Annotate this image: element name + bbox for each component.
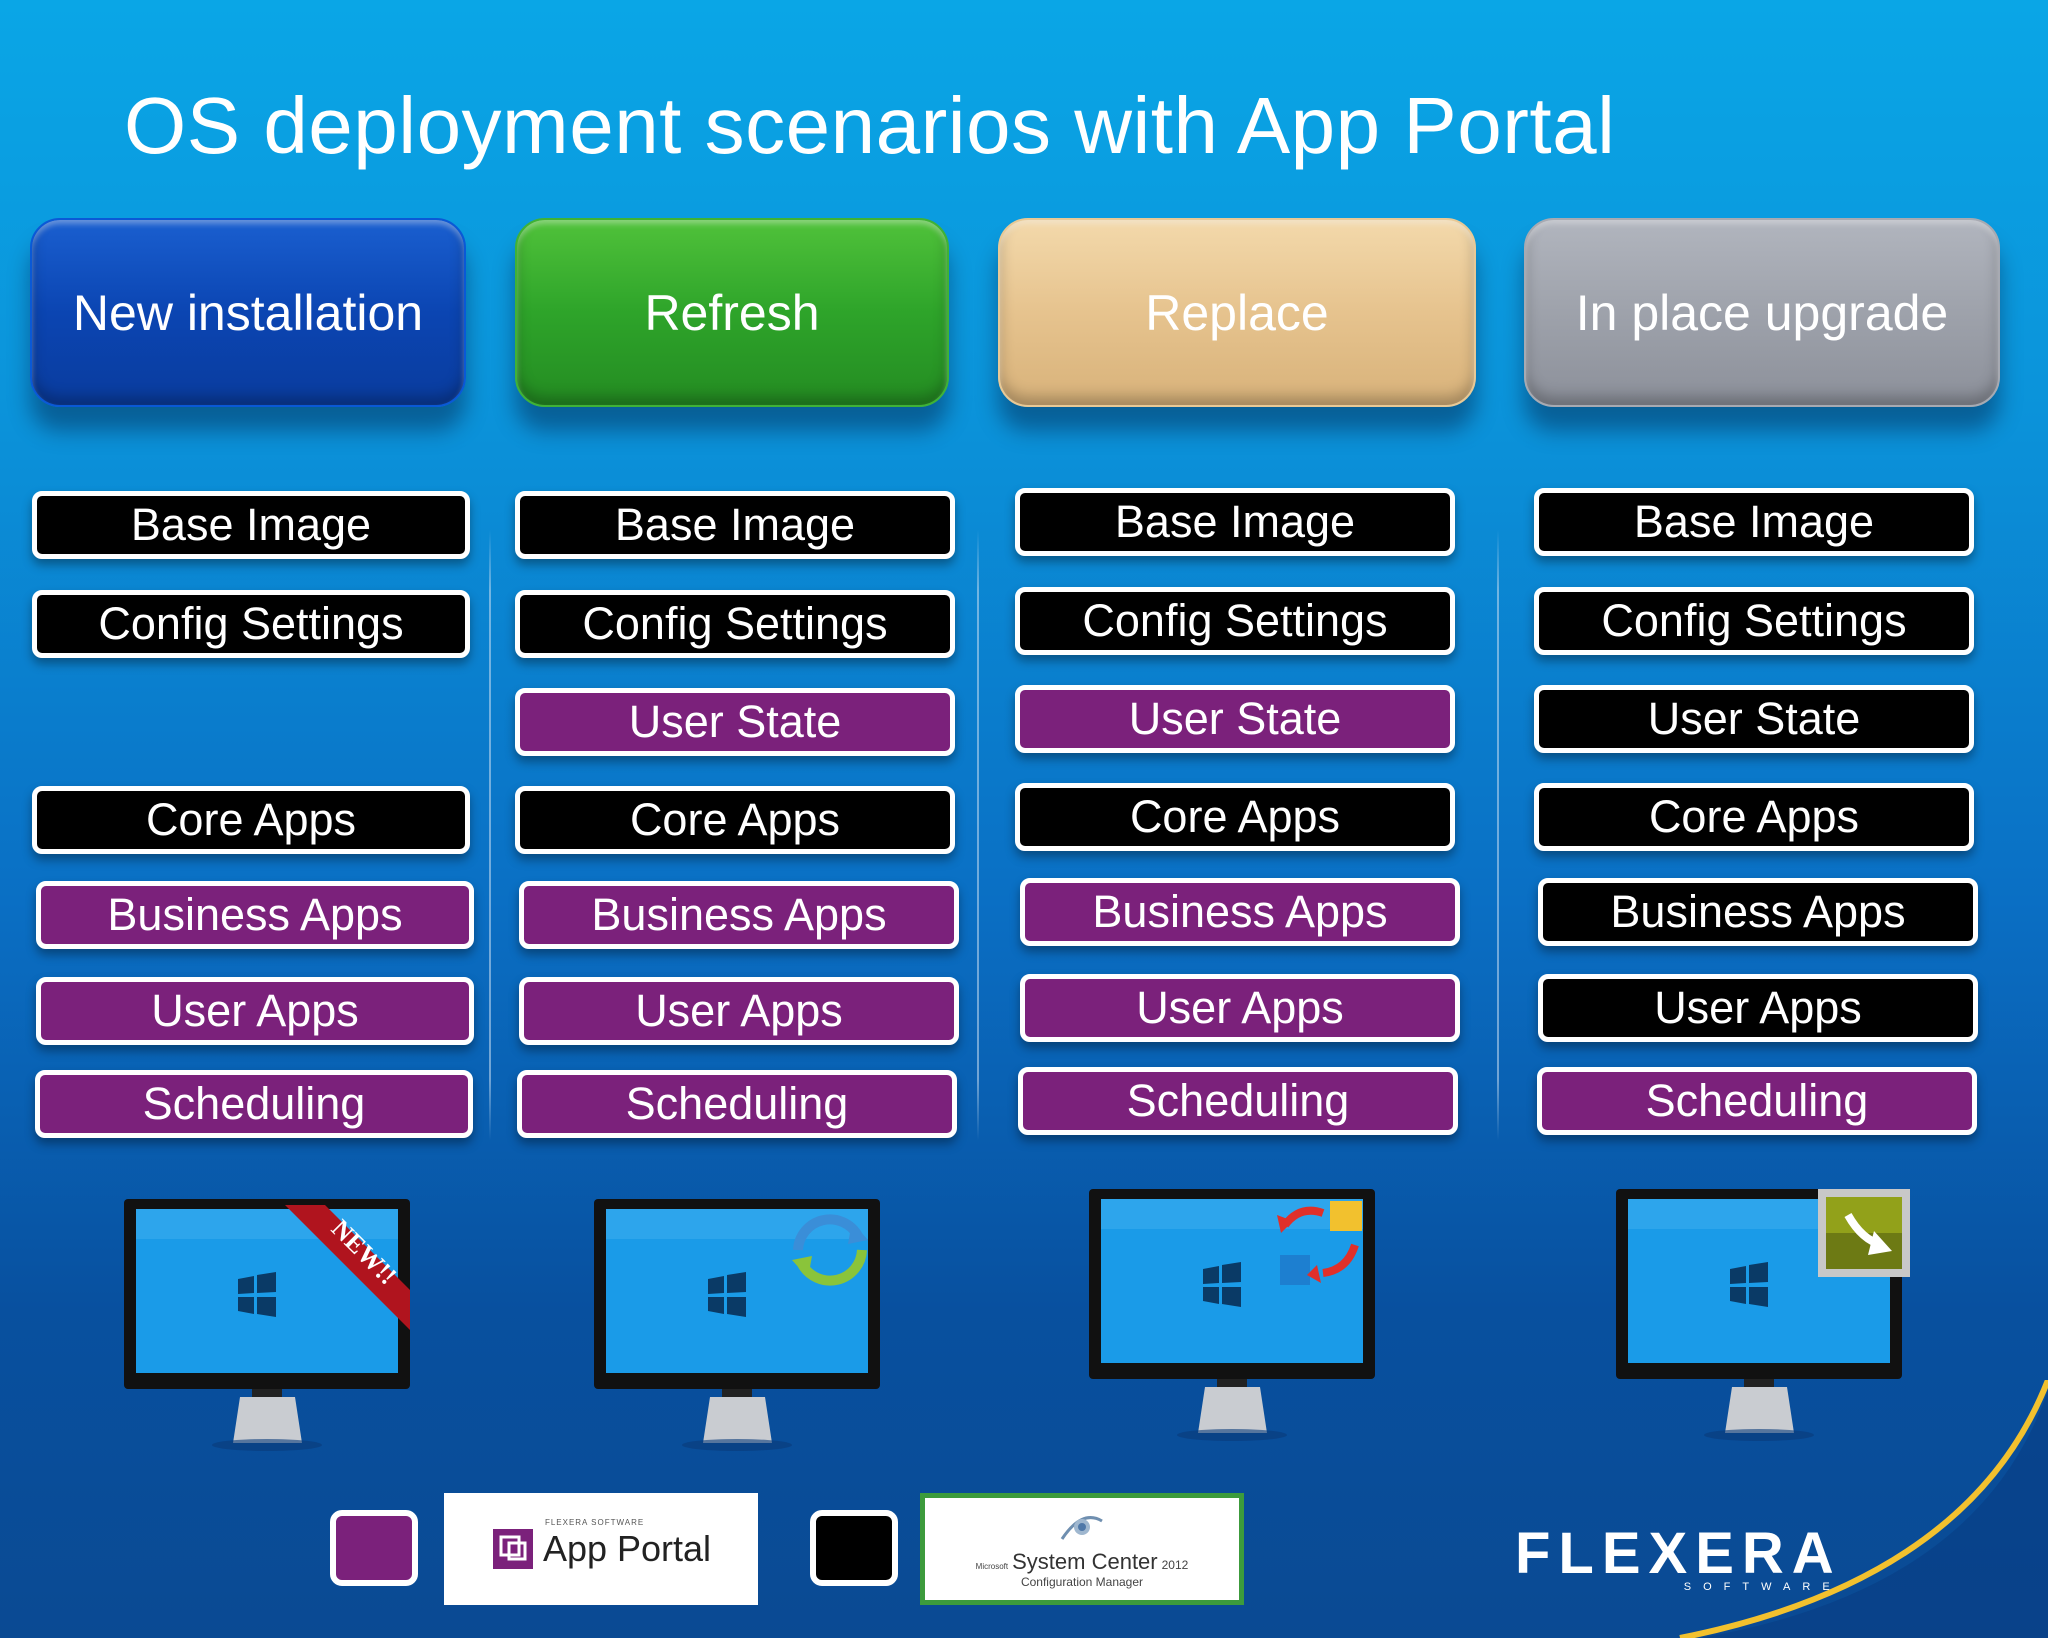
item-user-state: User State bbox=[515, 688, 955, 756]
app-portal-vendor: FLEXERA SOFTWARE bbox=[544, 1518, 645, 1527]
item-user-state: User State bbox=[1534, 685, 1974, 753]
corner-swoosh bbox=[1679, 1380, 2048, 1638]
flexera-logo: FLEXERA SOFTWARE bbox=[1515, 1520, 1842, 1593]
item-core-apps: Core Apps bbox=[32, 786, 470, 854]
item-user-apps: User Apps bbox=[1538, 974, 1978, 1042]
scenario-header-replace: Replace bbox=[998, 218, 1476, 407]
scenario-header-in-place-upgrade: In place upgrade bbox=[1524, 218, 2000, 407]
monitor-in-place-upgrade bbox=[1616, 1189, 1910, 1441]
legend-swatch-system-center bbox=[810, 1510, 898, 1586]
legend-swatch-app-portal bbox=[330, 1510, 418, 1586]
monitor-new-installation: NEW!! bbox=[124, 1199, 410, 1451]
item-base-image: Base Image bbox=[515, 491, 955, 559]
flexera-wordmark: FLEXERA bbox=[1515, 1521, 1842, 1586]
system-center-vendor: Microsoft bbox=[975, 1562, 1009, 1571]
item-business-apps: Business Apps bbox=[1538, 878, 1978, 946]
column-divider bbox=[977, 530, 979, 1140]
item-config-settings: Config Settings bbox=[32, 590, 470, 658]
windows-logo-icon bbox=[238, 1272, 276, 1317]
scenario-header-refresh: Refresh bbox=[515, 218, 949, 407]
item-user-state: User State bbox=[1015, 685, 1455, 753]
item-user-apps: User Apps bbox=[519, 977, 959, 1045]
app-portal-product: App Portal bbox=[542, 1528, 712, 1569]
flexera-subtitle: SOFTWARE bbox=[1683, 1581, 1842, 1593]
refresh-arrows-icon bbox=[792, 1214, 868, 1286]
item-base-image: Base Image bbox=[32, 491, 470, 559]
windows-logo-icon bbox=[1730, 1262, 1768, 1307]
item-base-image: Base Image bbox=[1015, 488, 1455, 556]
windows-logo-icon bbox=[708, 1272, 746, 1317]
item-scheduling: Scheduling bbox=[517, 1070, 957, 1138]
item-scheduling: Scheduling bbox=[35, 1070, 473, 1138]
upgrade-arrow-icon bbox=[1818, 1189, 1910, 1277]
item-business-apps: Business Apps bbox=[519, 881, 959, 949]
item-base-image: Base Image bbox=[1534, 488, 1974, 556]
system-center-icon bbox=[1060, 1516, 1103, 1540]
item-core-apps: Core Apps bbox=[1534, 783, 1974, 851]
system-center-version: 2012 bbox=[1161, 1558, 1189, 1572]
item-scheduling: Scheduling bbox=[1537, 1067, 1977, 1135]
app-portal-logo: FLEXERA SOFTWARE App Portal bbox=[444, 1493, 758, 1605]
column-divider bbox=[1497, 530, 1499, 1140]
scenario-header-new-installation: New installation bbox=[30, 218, 466, 407]
windows-logo-icon bbox=[1203, 1262, 1241, 1307]
page-title: OS deployment scenarios with App Portal bbox=[124, 81, 1616, 170]
item-core-apps: Core Apps bbox=[515, 786, 955, 854]
monitor-refresh bbox=[594, 1199, 880, 1451]
item-user-apps: User Apps bbox=[36, 977, 474, 1045]
system-center-product: System Center bbox=[1012, 1549, 1158, 1574]
column-divider bbox=[489, 530, 491, 1140]
item-config-settings: Config Settings bbox=[1534, 587, 1974, 655]
item-core-apps: Core Apps bbox=[1015, 783, 1455, 851]
item-user-apps: User Apps bbox=[1020, 974, 1460, 1042]
item-business-apps: Business Apps bbox=[36, 881, 474, 949]
swap-arrows-icon bbox=[1277, 1201, 1362, 1285]
item-config-settings: Config Settings bbox=[515, 590, 955, 658]
item-scheduling: Scheduling bbox=[1018, 1067, 1458, 1135]
app-portal-icon bbox=[492, 1529, 533, 1569]
item-business-apps: Business Apps bbox=[1020, 878, 1460, 946]
item-config-settings: Config Settings bbox=[1015, 587, 1455, 655]
system-center-subtitle: Configuration Manager bbox=[1020, 1575, 1144, 1589]
system-center-logo: Microsoft System Center 2012 Configurati… bbox=[920, 1493, 1244, 1605]
monitor-replace bbox=[1089, 1189, 1375, 1441]
